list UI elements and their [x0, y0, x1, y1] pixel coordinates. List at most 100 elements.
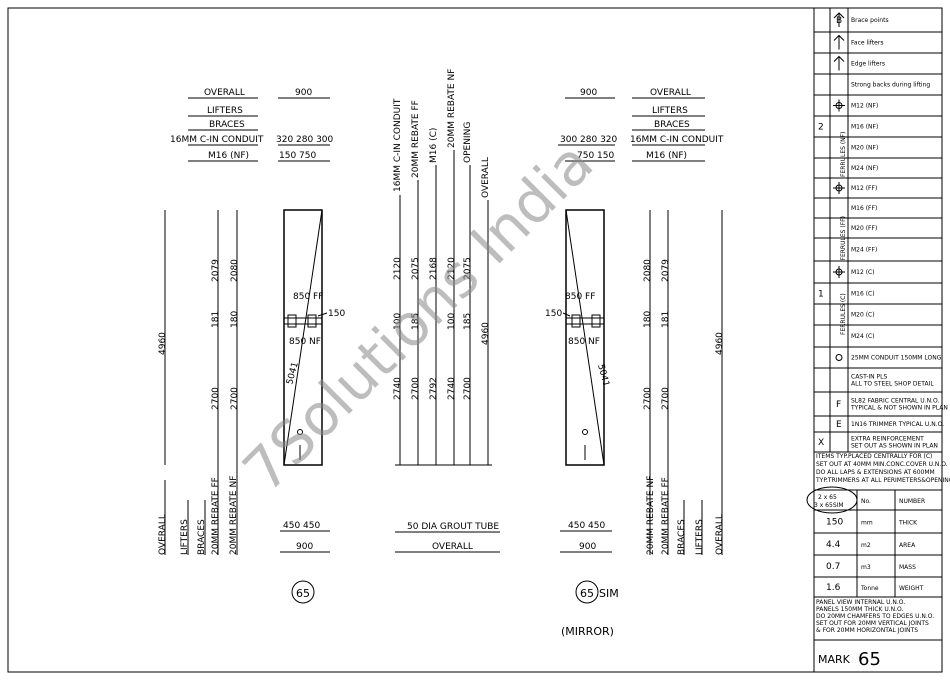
- header-rebate-ff: 20MM REBATE FF: [411, 100, 421, 178]
- lower-dim: 2700: [411, 377, 421, 400]
- general-note-line: TYP.TRIMMERS AT ALL PERIMETERS&OPENINGS: [815, 477, 950, 484]
- r-dim-150: 150: [545, 309, 562, 319]
- upper-dim: 2168: [429, 257, 439, 280]
- legend-row-qty: 2: [818, 123, 824, 133]
- diag-5041: 5041: [285, 361, 301, 386]
- ferrule-ff-icon: [833, 182, 845, 194]
- general-note-line: SET OUT AT 40MM MIN.CONC.COVER U.N.O.: [816, 461, 948, 468]
- legend-row-symbol: F: [836, 400, 841, 410]
- legend-row-symbol: E: [836, 420, 842, 430]
- dim-2079: 2079: [211, 259, 221, 282]
- legend-row-text: M20 (C): [851, 312, 875, 319]
- legend-row-text: M20 (FF): [851, 225, 877, 232]
- r-bot-dims: 450 450: [568, 521, 605, 531]
- r-panel-outline: [565, 209, 605, 466]
- lower-dim: 2740: [447, 377, 457, 400]
- mid-dim: 100: [447, 313, 457, 330]
- legend-row-text: M12 (FF): [851, 185, 877, 192]
- prop-value: 4.4: [826, 540, 841, 550]
- r-ff-label: 850 FF: [565, 292, 595, 302]
- r-bot-braces: BRACES: [677, 519, 687, 555]
- lower-dim: 2792: [429, 377, 439, 400]
- r-label-overall: OVERALL: [650, 88, 691, 98]
- label-braces: BRACES: [209, 120, 245, 130]
- prop-name: AREA: [899, 542, 916, 549]
- bot-rebate-nf: 20MM REBATE NF: [229, 476, 239, 555]
- side-dim-4960: 4960: [481, 322, 491, 345]
- r-dim-2079: 2079: [661, 259, 671, 282]
- ferrule-nf-icon: [833, 99, 845, 112]
- prop-value: 0.7: [826, 562, 840, 572]
- panel-outline: [283, 209, 323, 466]
- ff-label: 850 FF: [293, 292, 323, 302]
- mirror-label: (MIRROR): [561, 625, 614, 638]
- legend-row-text: M24 (NF): [851, 165, 878, 172]
- r-nf-label: 850 NF: [568, 337, 600, 347]
- legend-row-text: Strong backs during lifting: [851, 82, 930, 89]
- dim-2080: 2080: [230, 259, 240, 282]
- panel-note-line: & FOR 20MM HORIZONTAL JOINTS: [816, 627, 918, 634]
- bot-dims: 450 450: [283, 521, 320, 531]
- bot-overall-dim: 900: [296, 542, 313, 552]
- legend-row-text: M16 (C): [851, 291, 875, 298]
- r-bot-lifters: LIFTERS: [695, 519, 705, 555]
- legend-row-text: M16 (NF): [851, 124, 878, 131]
- bot-lifters: LIFTERS: [180, 519, 190, 555]
- general-note-line: ITEMS TYP.PLACED CENTRALLY FOR (C): [816, 453, 932, 460]
- qty-line-1: 2 x 65: [818, 494, 837, 501]
- panel-note-line: PANELS 150MM THICK U.N.O.: [816, 606, 904, 613]
- r-mark-number: 65: [580, 587, 594, 600]
- prop-unit: mm: [861, 520, 873, 527]
- right-elevation: 900 300 280 320 750 150 OVERALL LIFTERS …: [545, 88, 725, 638]
- mark-label: MARK: [818, 653, 851, 666]
- r-bot-overall-dim: 900: [579, 542, 596, 552]
- r-dim-2080: 2080: [643, 259, 653, 282]
- prop-value: 1.6: [826, 583, 841, 593]
- bot-braces: BRACES: [197, 519, 207, 555]
- header-overall: OVERALL: [481, 157, 491, 198]
- r-dim-m16: 750 150: [577, 151, 614, 161]
- legend-row-text: 1N16 TRIMMER TYPICAL U.N.O.: [851, 421, 944, 428]
- upper-dim: 2075: [463, 257, 473, 280]
- legend-row-text: M16 (FF): [851, 205, 877, 212]
- label-lifters: LIFTERS: [207, 106, 243, 116]
- upper-dim: 2120: [393, 257, 403, 280]
- nf-label: 850 NF: [289, 337, 321, 347]
- conduit-icon: [835, 354, 843, 361]
- legend-row-text: M12 (C): [851, 269, 875, 276]
- left-elevation: OVERALL LIFTERS BRACES 16MM C-IN CONDUIT…: [158, 88, 345, 604]
- mid-dim: 185: [463, 313, 473, 330]
- prop-name: NUMBER: [899, 498, 925, 505]
- prop-unit: Tonne: [860, 585, 879, 592]
- r-dim-2700a: 2700: [643, 387, 653, 410]
- bot-overall: OVERALL: [158, 514, 168, 555]
- dim-conduit: 320 280 300: [276, 135, 334, 145]
- legend-row-text: CAST-IN PLS: [851, 374, 888, 381]
- legend-row-text: M20 (NF): [851, 145, 878, 152]
- prop-name: MASS: [899, 564, 916, 571]
- ferrule-group-label: FERRULES (C): [840, 293, 847, 335]
- header-rebate-nf: 20MM REBATE NF: [447, 69, 457, 148]
- lower-dim: 2700: [463, 377, 473, 400]
- legend-row-text: 25MM CONDUIT 150MM LONG: [851, 355, 942, 362]
- legend-row-text: SET OUT AS SHOWN IN PLAN: [851, 443, 938, 450]
- r-label-braces: BRACES: [654, 120, 690, 130]
- edge-lifter-icon: [833, 55, 845, 71]
- legend-row-text: SL82 FABRIC CENTRAL U.N.O.: [851, 398, 939, 405]
- r-bot-overall: OVERALL: [715, 514, 725, 555]
- r-label-m16: M16 (NF): [646, 151, 687, 161]
- panel-diagonal: [283, 209, 323, 466]
- legend-row-text: M24 (C): [851, 333, 875, 340]
- legend-row-text: Face lifters: [851, 40, 883, 47]
- dim-m16: 150 750: [279, 151, 316, 161]
- dim-181: 181: [211, 311, 221, 328]
- bot-rebate-ff: 20MM REBATE FF: [211, 477, 221, 555]
- ferrule-c-icon: [833, 266, 845, 278]
- brace-point-icon: [833, 12, 845, 27]
- panel-note-line: DO 20MM CHAMFERS TO EDGES U.N.O.: [816, 613, 934, 620]
- lower-dim: 2740: [393, 377, 403, 400]
- general-note-line: DO ALL LAPS & EXTENSIONS AT 600MM: [816, 469, 935, 476]
- panel-note-line: SET OUT FOR 20MM VERTICAL JOINTS: [816, 620, 929, 627]
